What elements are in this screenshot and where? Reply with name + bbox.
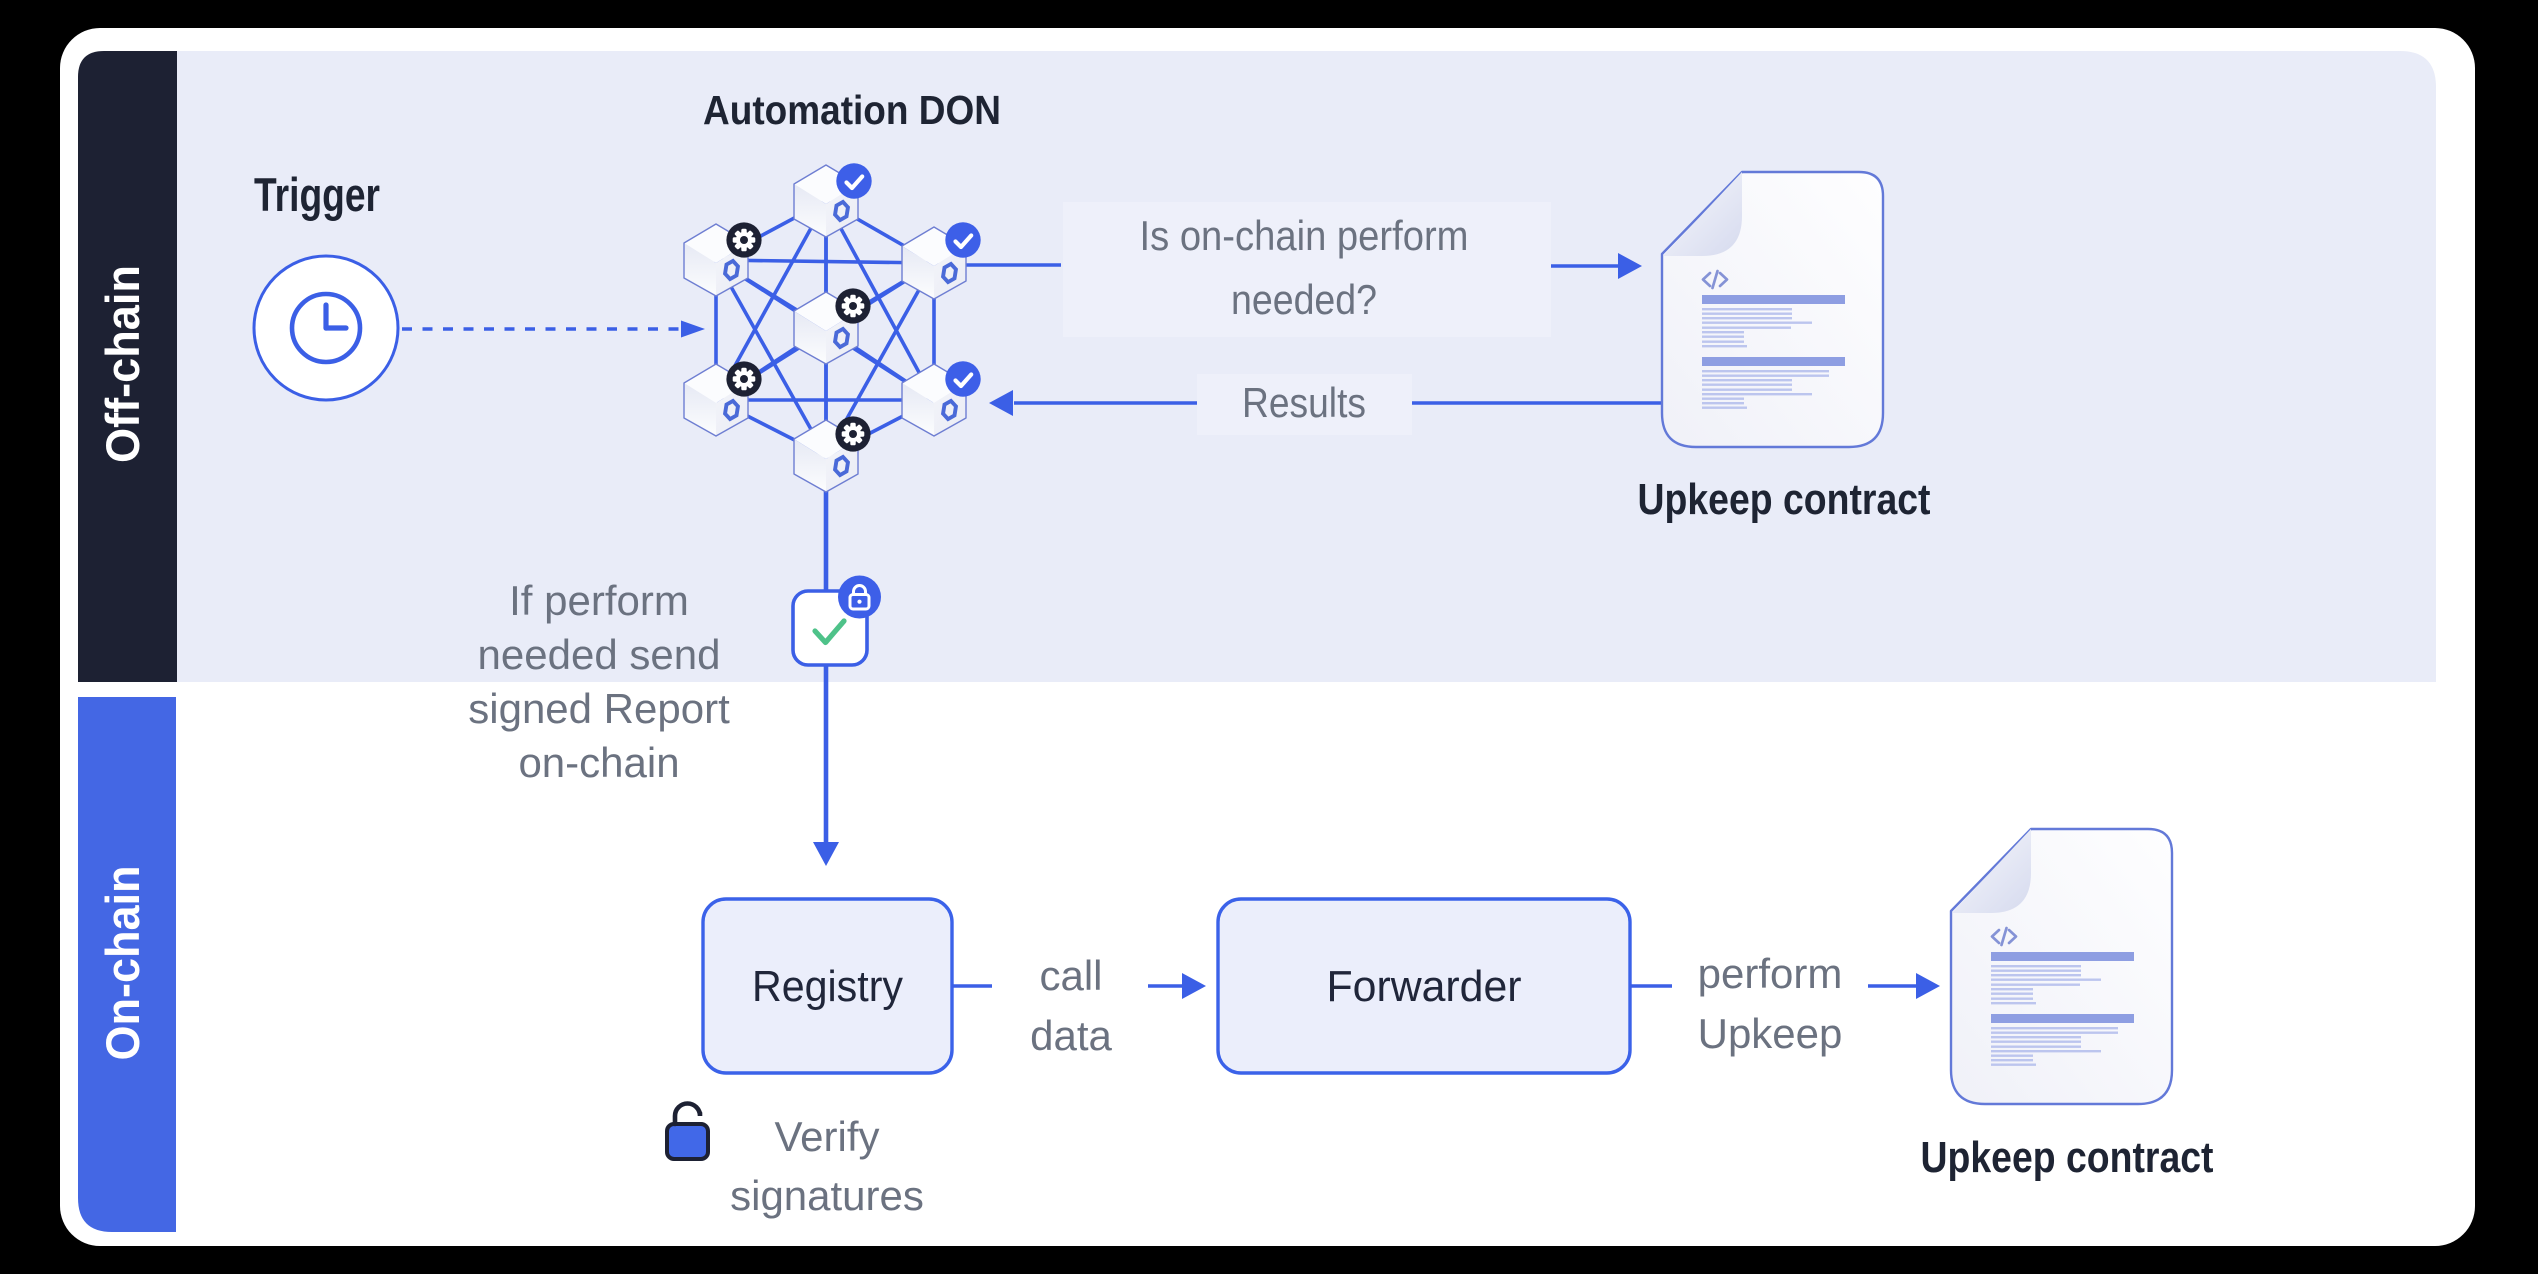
svg-text:Automation DON: Automation DON xyxy=(703,87,1001,133)
svg-text:signatures: signatures xyxy=(730,1172,924,1219)
svg-text:perform: perform xyxy=(1698,950,1843,997)
svg-text:Results: Results xyxy=(1242,379,1366,426)
svg-text:Upkeep contract: Upkeep contract xyxy=(1638,475,1931,524)
svg-text:On-chain: On-chain xyxy=(96,866,149,1061)
svg-text:Off-chain: Off-chain xyxy=(96,265,149,463)
svg-text:signed Report: signed Report xyxy=(468,685,730,732)
svg-text:call: call xyxy=(1039,952,1102,999)
svg-text:If perform: If perform xyxy=(509,577,689,624)
svg-text:on-chain: on-chain xyxy=(518,739,679,786)
svg-text:needed send: needed send xyxy=(478,631,721,678)
svg-text:Registry: Registry xyxy=(752,962,903,1011)
svg-text:Verify: Verify xyxy=(774,1113,879,1160)
svg-text:Upkeep: Upkeep xyxy=(1698,1010,1843,1057)
svg-text:Is on-chain perform: Is on-chain perform xyxy=(1140,212,1469,259)
svg-text:needed?: needed? xyxy=(1231,276,1377,323)
svg-text:Upkeep contract: Upkeep contract xyxy=(1921,1133,2214,1182)
svg-text:Forwarder: Forwarder xyxy=(1327,962,1522,1011)
svg-text:data: data xyxy=(1030,1012,1112,1059)
svg-text:Trigger: Trigger xyxy=(254,168,380,221)
